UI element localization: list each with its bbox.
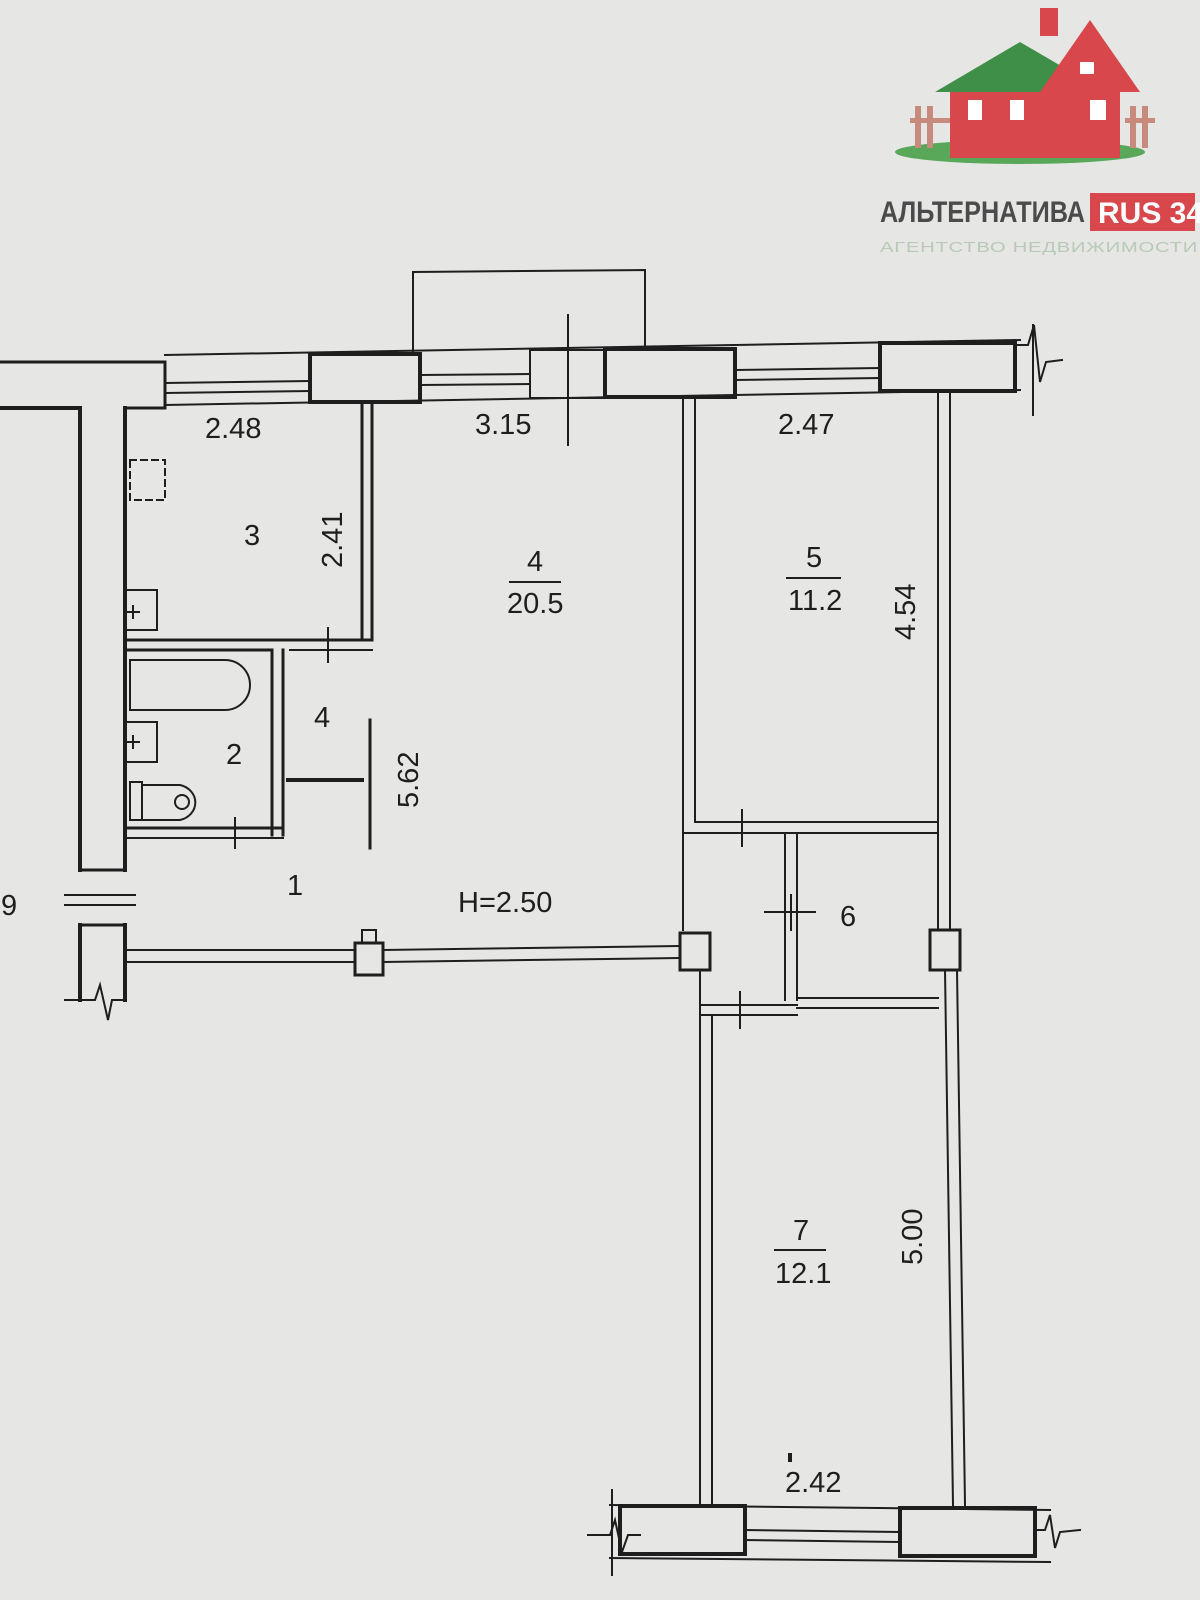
room-5-number: 5 bbox=[806, 542, 822, 574]
roof-shape bbox=[935, 42, 1068, 92]
agency-logo: АЛЬТЕРНАТИВА RUS 34 АГЕНТСТВО НЕДВИЖИМОС… bbox=[880, 8, 1200, 256]
room-7-number: 7 bbox=[793, 1215, 809, 1247]
logo-badge-text: RUS 34 bbox=[1098, 197, 1200, 230]
window-icon bbox=[968, 62, 1106, 120]
ceiling-height-label: H=2.50 bbox=[458, 887, 552, 919]
gable-shape bbox=[1040, 20, 1140, 92]
exterior-wall-bottom bbox=[587, 1453, 1082, 1576]
kitchen-sink-icon bbox=[124, 589, 158, 631]
dimension-label: 2.47 bbox=[778, 409, 834, 441]
room-7-area: 12.1 bbox=[775, 1258, 831, 1290]
fence-icon bbox=[910, 106, 1155, 148]
dimension-label: 2.42 bbox=[785, 1467, 841, 1499]
room-6-number: 6 bbox=[840, 901, 856, 933]
edge-fragment-label: 9 bbox=[1, 890, 17, 922]
room-4-area: 20.5 bbox=[507, 588, 563, 620]
room-4-number: 4 bbox=[527, 546, 543, 578]
column-shape bbox=[353, 941, 385, 977]
room-3-number: 3 bbox=[244, 520, 260, 552]
room-4-hall-number: 4 bbox=[314, 702, 330, 734]
room-2-number: 2 bbox=[226, 739, 242, 771]
dimension-label: 3.15 bbox=[475, 409, 531, 441]
dimension-label: 5.00 bbox=[897, 1209, 929, 1265]
logo-title: АЛЬТЕРНАТИВА bbox=[880, 196, 1085, 229]
corridor-wall bbox=[124, 929, 712, 977]
closet-walls bbox=[764, 832, 962, 1009]
dimension-label: 2.48 bbox=[205, 413, 261, 445]
column-shape bbox=[678, 931, 712, 972]
exterior-wall-top bbox=[163, 268, 1064, 446]
room-1-number: 1 bbox=[287, 870, 303, 902]
room-5-area: 11.2 bbox=[788, 585, 842, 617]
kitchen-walls bbox=[123, 403, 374, 663]
bathroom-sink-icon bbox=[124, 721, 158, 763]
logo-subtitle: АГЕНТСТВО НЕДВИЖИМОСТИ bbox=[880, 239, 1198, 256]
chimney-shape bbox=[1040, 8, 1058, 36]
house-icon bbox=[950, 88, 1120, 158]
dimension-label: 4.54 bbox=[890, 584, 922, 640]
toilet-icon bbox=[129, 781, 197, 821]
bathroom-walls bbox=[123, 648, 285, 849]
bedroom-walls bbox=[682, 392, 951, 931]
room-7-walls bbox=[699, 968, 967, 1507]
dimension-label: 5.62 bbox=[393, 752, 425, 808]
stove-icon bbox=[129, 459, 166, 501]
dimension-label: 2.41 bbox=[317, 512, 349, 568]
column-shape bbox=[928, 928, 962, 972]
bathtub-icon bbox=[129, 659, 251, 711]
logo-badge bbox=[1090, 193, 1195, 231]
